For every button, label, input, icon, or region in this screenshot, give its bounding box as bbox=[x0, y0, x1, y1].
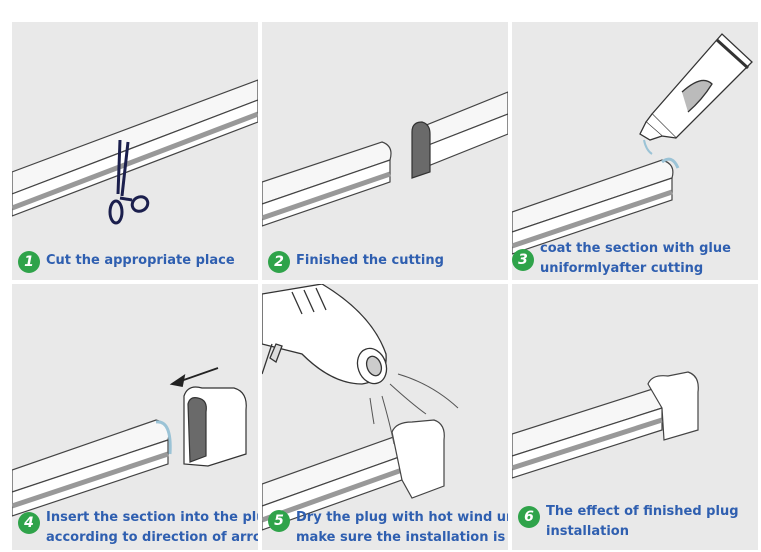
step-3-panel: 3 coat the section with glue uniformlyaf… bbox=[512, 22, 758, 280]
step-4-illustration bbox=[12, 367, 247, 517]
step-2-badge: 2 bbox=[268, 251, 290, 273]
step-4-text-line1: Insert the section into the plug bbox=[46, 510, 258, 525]
step-5-text: Dry the plug with hot wind until make su… bbox=[296, 508, 508, 548]
scissors-icon bbox=[108, 139, 150, 225]
step-5-badge: 5 bbox=[268, 510, 290, 532]
step-5-text-line1: Dry the plug with hot wind until bbox=[296, 510, 508, 525]
step-1-illustration bbox=[12, 79, 258, 225]
hair-dryer-icon bbox=[262, 284, 388, 385]
step-3-illustration bbox=[512, 33, 753, 255]
end-plug-icon bbox=[183, 386, 247, 467]
step-5-panel: 5 Dry the plug with hot wind until make … bbox=[262, 284, 508, 550]
step-2-illustration bbox=[262, 91, 508, 227]
step-1-text: Cut the appropriate place bbox=[46, 253, 235, 268]
hot-wind-lines bbox=[369, 373, 459, 445]
step-2-panel: 2 Finished the cutting bbox=[262, 22, 508, 280]
step-3-text-line2: uniformlyafter cutting bbox=[540, 261, 704, 276]
step-1-caption: 1 Cut the appropriate place bbox=[18, 251, 235, 273]
step-5-illustration bbox=[262, 284, 459, 531]
step-6-text-line2: installation bbox=[546, 524, 629, 539]
step-4-caption: 4 Insert the section into the plug accor… bbox=[18, 508, 258, 548]
step-1-badge: 1 bbox=[18, 251, 40, 273]
step-6-illustration bbox=[512, 371, 699, 479]
arrow-left-icon bbox=[169, 367, 219, 388]
step-2-text: Finished the cutting bbox=[296, 253, 444, 268]
step-3-caption: 3 coat the section with glue uniformlyaf… bbox=[512, 239, 731, 279]
step-4-badge: 4 bbox=[18, 512, 40, 534]
step-3-text: coat the section with glue uniformlyafte… bbox=[540, 239, 731, 279]
step-3-text-line1: coat the section with glue bbox=[540, 241, 731, 256]
step-3-badge: 3 bbox=[512, 249, 534, 271]
step-6-caption: 6 The effect of finished plug installati… bbox=[518, 502, 739, 542]
step-4-text: Insert the section into the plug accordi… bbox=[46, 508, 258, 548]
step-2-caption: 2 Finished the cutting bbox=[268, 251, 444, 273]
step-4-text-line2: according to direction of arrow bbox=[46, 530, 258, 545]
step-6-badge: 6 bbox=[518, 506, 540, 528]
end-plug-icon bbox=[411, 121, 431, 179]
glue-tube-icon bbox=[639, 33, 753, 155]
step-6-panel: 6 The effect of finished plug installati… bbox=[512, 284, 758, 550]
step-6-text-line1: The effect of finished plug bbox=[546, 504, 739, 519]
step-5-text-line2: make sure the installation is firm bbox=[296, 530, 508, 545]
step-6-text: The effect of finished plug installation bbox=[546, 502, 739, 542]
step-1-panel: 1 Cut the appropriate place bbox=[12, 22, 258, 280]
step-5-caption: 5 Dry the plug with hot wind until make … bbox=[268, 508, 508, 548]
step-4-panel: 4 Insert the section into the plug accor… bbox=[12, 284, 258, 550]
